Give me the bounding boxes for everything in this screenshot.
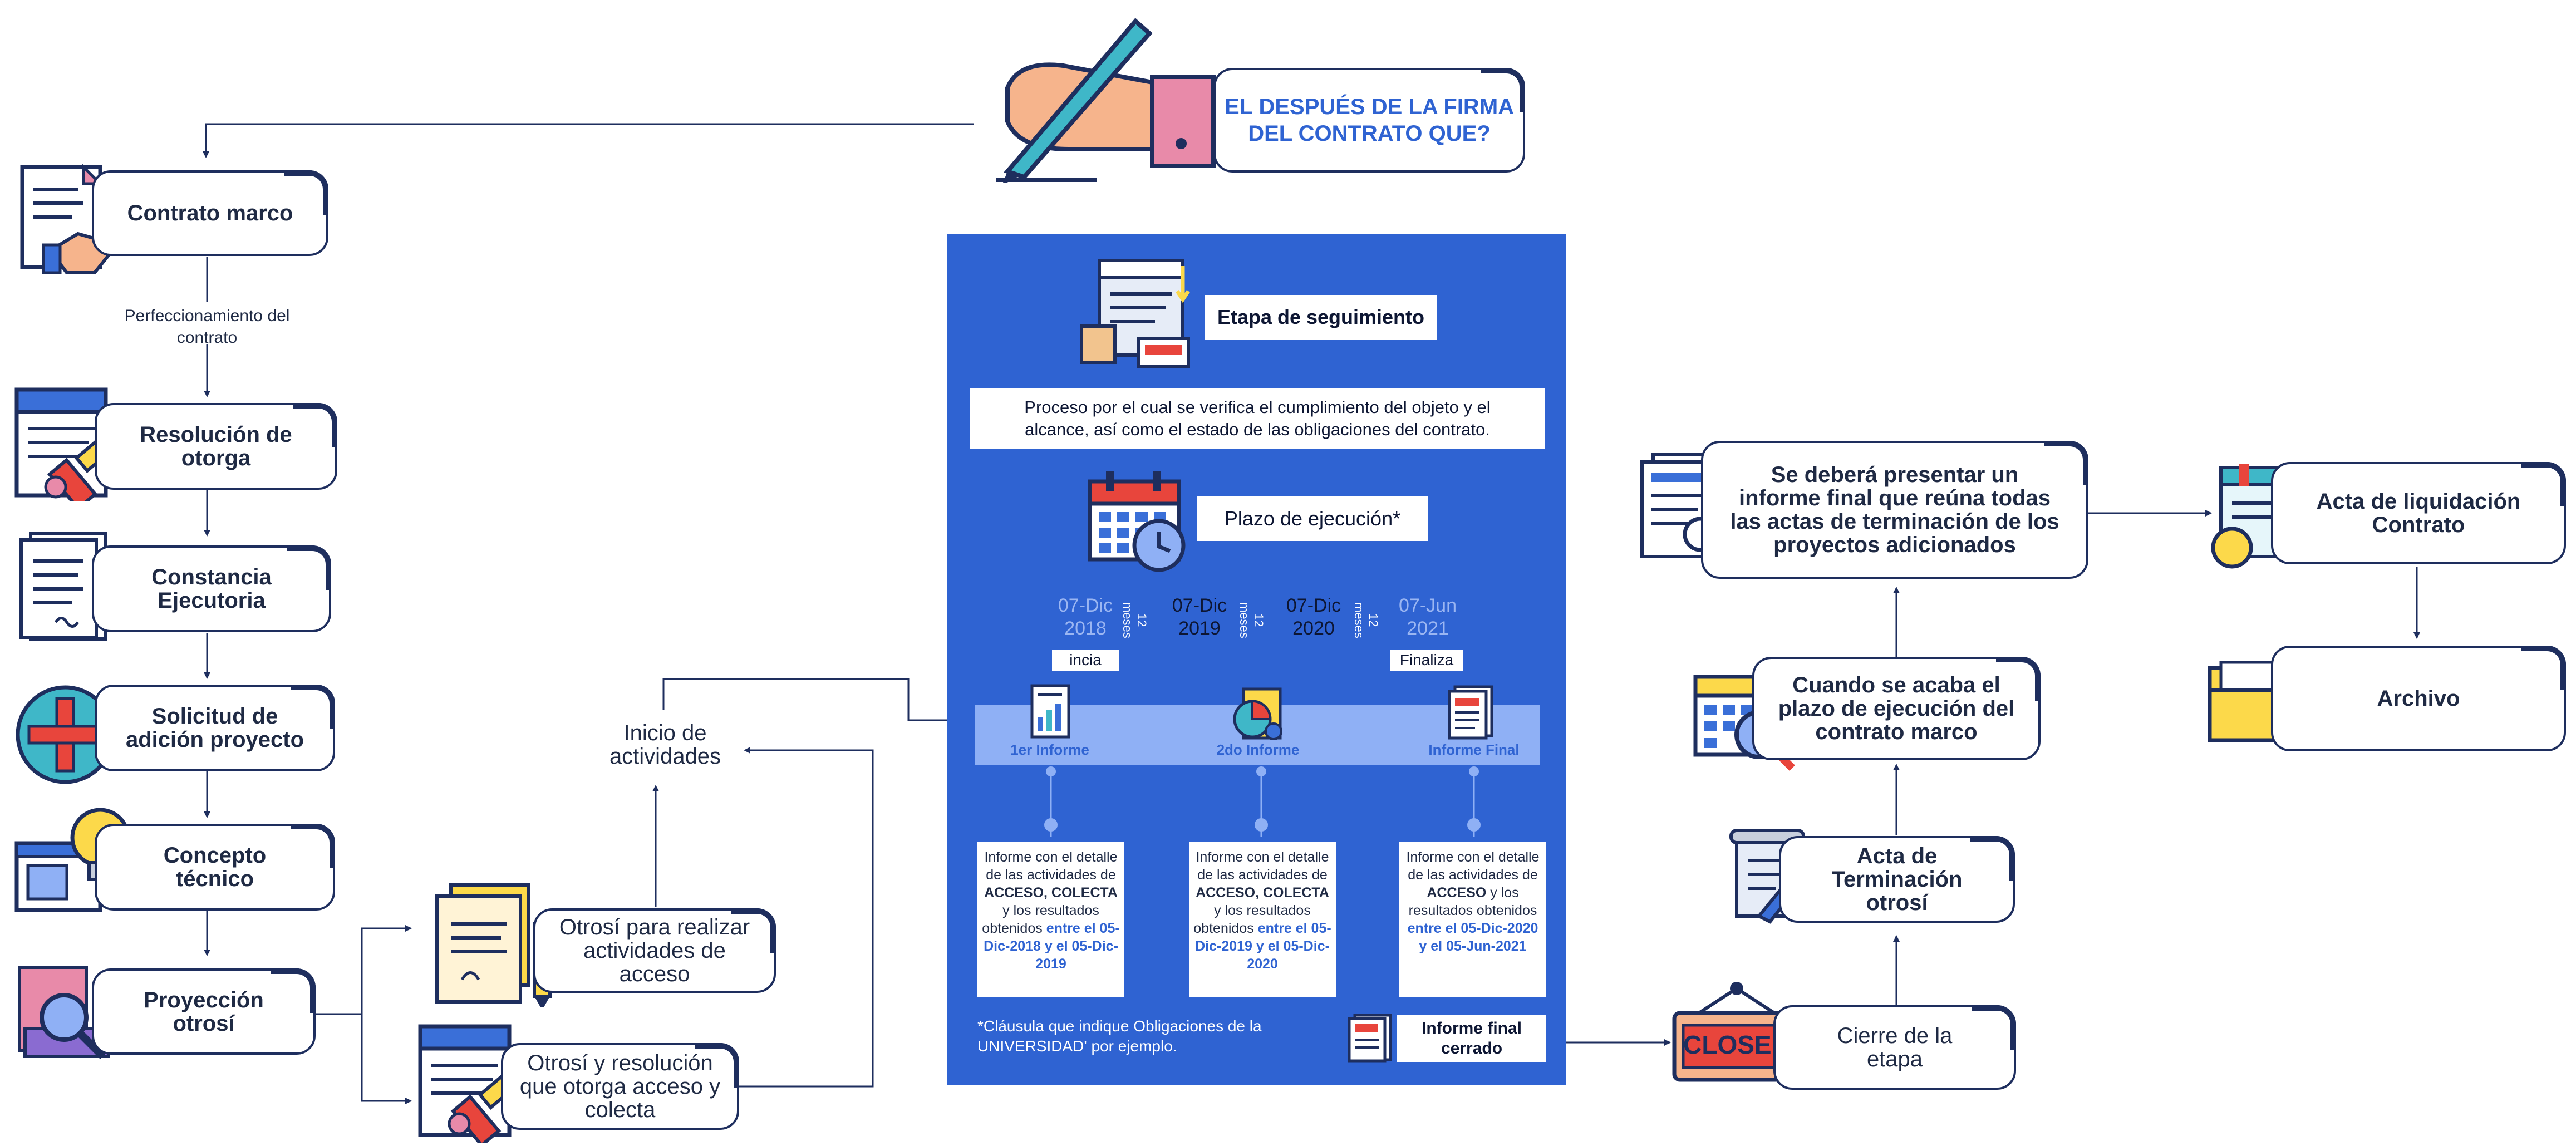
resolution-stamp-icon xyxy=(11,384,128,511)
date-2018: 07-Dic 2018 xyxy=(1052,594,1119,640)
report-3-d: entre el 05-Dic-2020 y el 05-Jun-2021 xyxy=(1407,921,1538,954)
interval-1: 12 meses xyxy=(1120,602,1149,638)
closed-sign-text: CLOSED xyxy=(1683,1030,1790,1059)
report-2-d: entre el 05-Dic-2019 y el 05-Dic-2020 xyxy=(1195,921,1331,972)
otrosi-acceso-label: Otrosí para realizar actividades de acce… xyxy=(559,915,750,986)
finaliza-tag: Finaliza xyxy=(1390,650,1463,671)
proceso-box: Proceso por el cual se verifica el cumpl… xyxy=(970,388,1545,449)
concepto-label: Concepto técnico xyxy=(163,843,267,891)
constancia-label: Constancia Ejecutoria xyxy=(151,565,272,613)
acta-liquidacion-label: Acta de liquidación Contrato xyxy=(2316,489,2521,537)
informe-final-card: Se deberá presentar un informe final que… xyxy=(1701,441,2088,579)
etapa-label: Etapa de seguimiento xyxy=(1217,306,1425,328)
contrato-marco-card: Contrato marco xyxy=(92,170,328,256)
proyeccion-card: Proyección otrosí xyxy=(92,968,316,1055)
informe-cerrado-label: Informe final cerrado xyxy=(1421,1019,1522,1058)
date-2020: 07-Dic 2020 xyxy=(1280,594,1347,640)
resolucion-label: Resolución de otorga xyxy=(140,422,292,470)
title-text: EL DESPUÉS DE LA FIRMA DEL CONTRATO QUE? xyxy=(1224,95,1515,146)
otrosi-resolucion-card: Otrosí y resolución que otorga acceso y … xyxy=(501,1043,739,1130)
report-2-a: Informe con el detalle de las actividade… xyxy=(1196,849,1329,883)
etapa-box: Etapa de seguimiento xyxy=(1205,295,1437,340)
cuando-label: Cuando se acaba el plazo de ejecución de… xyxy=(1778,673,2015,744)
archivo-card: Archivo xyxy=(2271,646,2566,751)
archivo-label: Archivo xyxy=(2377,686,2460,711)
report-1-a: Informe con el detalle de las actividade… xyxy=(984,849,1118,883)
informe-cerrado-box: Informe final cerrado xyxy=(1397,1015,1546,1062)
report-3-b: ACCESO xyxy=(1427,885,1487,901)
acta-liquidacion-card: Acta de liquidación Contrato xyxy=(2271,462,2566,564)
report-text-1: Informe con el detalle de las actividade… xyxy=(977,842,1124,997)
report-label-3: Informe Final xyxy=(1428,741,1520,758)
contrato-marco-label: Contrato marco xyxy=(127,201,293,225)
date-2019-year: 2019 xyxy=(1178,617,1221,639)
otrosi-resolucion-label: Otrosí y resolución que otorga acceso y … xyxy=(519,1051,721,1122)
acta-terminacion-card: Acta de Terminación otrosí xyxy=(1779,836,2015,923)
date-2021-day: 07-Jun xyxy=(1399,595,1457,616)
report-document-icon xyxy=(1447,685,1494,740)
constancia-card: Constancia Ejecutoria xyxy=(92,545,331,632)
date-2021-year: 2021 xyxy=(1407,617,1449,639)
report-1-c: y los resultados obtenidos xyxy=(982,903,1099,936)
closed-sign-icon: CLOSED xyxy=(1670,978,1803,1084)
report-1-d: entre el 05-Dic-2018 y el 05-Dic-2019 xyxy=(984,921,1120,972)
report-chart-icon xyxy=(1030,683,1071,739)
hand-signing-icon xyxy=(985,10,1219,185)
plazo-box: Plazo de ejecución* xyxy=(1197,496,1428,541)
concepto-card: Concepto técnico xyxy=(95,824,335,911)
solicitud-card: Solicitud de adición proyecto xyxy=(95,685,335,771)
acta-terminacion-label: Acta de Terminación otrosí xyxy=(1831,844,1963,915)
date-2020-day: 07-Dic xyxy=(1286,595,1341,616)
date-2020-year: 2020 xyxy=(1292,617,1335,639)
cierre-card: Cierre de la etapa xyxy=(1773,1005,2016,1090)
report-text-2: Informe con el detalle de las actividade… xyxy=(1189,842,1336,997)
interval-2: 12 meses xyxy=(1237,602,1266,638)
report-label-1: 1er Informe xyxy=(1010,741,1089,758)
inicio-label: Inicio de actividades xyxy=(609,721,721,769)
report-pie-icon xyxy=(1230,687,1288,742)
perfeccionamiento-label: Perfeccionamiento del contrato xyxy=(124,307,290,347)
signed-document-icon xyxy=(429,879,568,1010)
otrosi-acceso-card: Otrosí para realizar actividades de acce… xyxy=(533,908,776,993)
report-3-a: Informe con el detalle de las actividade… xyxy=(1406,849,1540,883)
date-2019: 07-Dic 2019 xyxy=(1166,594,1233,640)
proceso-label: Proceso por el cual se verifica el cumpl… xyxy=(1024,397,1491,439)
proyeccion-label: Proyección otrosí xyxy=(144,987,264,1036)
resolucion-card: Resolución de otorga xyxy=(95,403,337,490)
incia-tag: incia xyxy=(1052,650,1119,671)
date-2018-year: 2018 xyxy=(1064,617,1107,639)
monitoring-document-icon xyxy=(1077,255,1199,372)
magnifier-document-icon xyxy=(14,962,120,1062)
report-2-c: y los resultados obtenidos xyxy=(1193,903,1311,936)
informe-final-label: Se deberá presentar un informe final que… xyxy=(1730,463,2059,557)
cierre-label: Cierre de la etapa xyxy=(1837,1024,1953,1071)
interval-3: 12 meses xyxy=(1352,602,1380,638)
date-2018-day: 07-Dic xyxy=(1058,595,1113,616)
cuando-card: Cuando se acaba el plazo de ejecución de… xyxy=(1752,657,2041,760)
report-connectors xyxy=(1044,766,1481,837)
closed-report-icon xyxy=(1347,1013,1394,1063)
title-card: EL DESPUÉS DE LA FIRMA DEL CONTRATO QUE? xyxy=(1213,68,1525,173)
report-2-b: ACCESO, COLECTA xyxy=(1196,885,1329,901)
clausula-note: *Cláusula que indique Obligaciones de la… xyxy=(977,1017,1262,1055)
date-2021: 07-Jun 2021 xyxy=(1394,594,1461,640)
solicitud-label: Solicitud de adición proyecto xyxy=(125,704,304,752)
report-1-b: ACCESO, COLECTA xyxy=(984,885,1118,901)
add-plus-icon xyxy=(12,682,118,788)
plazo-label: Plazo de ejecución* xyxy=(1224,507,1401,530)
date-2019-day: 07-Dic xyxy=(1172,595,1227,616)
calendar-clock-icon xyxy=(1087,468,1192,573)
report-3-c: y los resultados obtenidos xyxy=(1408,885,1537,918)
report-text-3: Informe con el detalle de las actividade… xyxy=(1399,842,1546,997)
report-label-2: 2do Informe xyxy=(1216,741,1300,758)
